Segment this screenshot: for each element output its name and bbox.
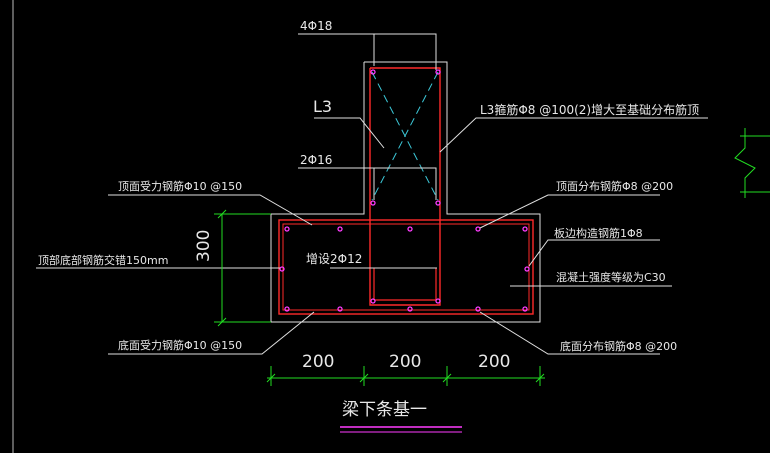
label-top-bars: 4Φ18 <box>300 19 333 33</box>
concrete-outline <box>270 61 541 323</box>
label-stirrup: L3箍筋Φ8 @100(2)增大至基础分布筋顶 <box>480 103 700 117</box>
label-tie: 顶部底部钢筋交错150mm <box>38 254 169 267</box>
dim-width-right: 200 <box>478 352 511 372</box>
label-mid-bars: 2Φ16 <box>300 153 333 167</box>
label-edge-bar: 板边构造钢筋1Φ8 <box>554 227 643 240</box>
label-top-dist: 顶面分布钢筋Φ8 @200 <box>556 180 674 193</box>
label-add-bars: 增设2Φ12 <box>306 252 363 266</box>
label-top-main: 顶面受力钢筋Φ10 @150 <box>118 180 243 193</box>
leader-lines <box>36 33 708 355</box>
beam-stirrup <box>369 67 441 306</box>
dimension-lines <box>214 128 770 386</box>
drawing-title: 梁下条基一 <box>342 400 427 420</box>
footing-rebar-inner <box>282 223 530 311</box>
rebar-dots <box>279 69 530 312</box>
hatch-line <box>371 71 439 201</box>
footing-rebar-outer <box>278 219 534 315</box>
label-bottom-dist: 底面分布钢筋Φ8 @200 <box>560 340 678 353</box>
label-concrete: 混凝土强度等级为C30 <box>556 271 666 284</box>
label-beam-name: L3 <box>313 97 333 116</box>
dim-height: 300 <box>194 229 214 262</box>
dim-width-middle: 200 <box>389 352 422 372</box>
label-bottom-main: 底面受力钢筋Φ10 @150 <box>118 339 243 352</box>
dim-width-left: 200 <box>302 352 335 372</box>
